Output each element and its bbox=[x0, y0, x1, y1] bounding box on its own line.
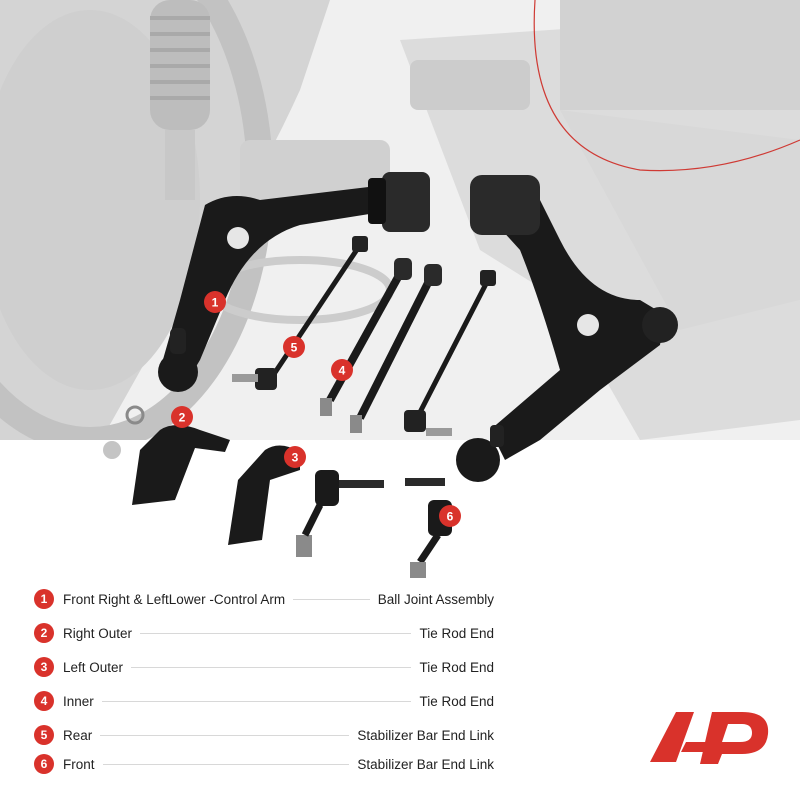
part-name: Tie Rod End bbox=[419, 693, 494, 709]
callout-4: 4 bbox=[331, 359, 353, 381]
leader-line bbox=[293, 598, 370, 600]
svg-text:2: 2 bbox=[179, 411, 186, 425]
position-label: Inner bbox=[63, 693, 94, 709]
legend-row: 6 Front Stabilizer Bar End Link bbox=[34, 753, 494, 775]
number-badge: 5 bbox=[34, 725, 54, 745]
legend-row: 5 Rear Stabilizer Bar End Link bbox=[34, 724, 494, 746]
legend-row: 1 Front Right & LeftLower -Control Arm B… bbox=[34, 588, 494, 610]
callout-6: 6 bbox=[439, 505, 461, 527]
brand-logo bbox=[650, 712, 769, 764]
part-name: Stabilizer Bar End Link bbox=[357, 727, 494, 743]
position-label: Right Outer bbox=[63, 625, 133, 641]
callout-3: 3 bbox=[284, 446, 306, 468]
leader-line bbox=[102, 763, 350, 765]
svg-text:1: 1 bbox=[212, 296, 219, 310]
leader-line bbox=[101, 700, 412, 702]
number-badge: 6 bbox=[34, 754, 54, 774]
number-badge: 3 bbox=[34, 657, 54, 677]
number-badge: 2 bbox=[34, 623, 54, 643]
position-label: Left Outer bbox=[63, 659, 124, 675]
legend-row: 3 Left Outer Tie Rod End bbox=[34, 656, 494, 678]
number-badge: 1 bbox=[34, 589, 54, 609]
leader-line bbox=[140, 632, 412, 634]
callout-1: 1 bbox=[204, 291, 226, 313]
part-name: Tie Rod End bbox=[419, 659, 494, 675]
leader-line bbox=[131, 666, 412, 668]
svg-text:4: 4 bbox=[339, 364, 346, 378]
suspension-photo: 1 2 3 4 5 6 bbox=[0, 0, 800, 580]
part-name: Stabilizer Bar End Link bbox=[357, 756, 494, 772]
svg-text:5: 5 bbox=[291, 341, 298, 355]
position-label: Front bbox=[63, 756, 95, 772]
legend-row: 4 Inner Tie Rod End bbox=[34, 690, 494, 712]
position-label: Front Right & LeftLower -Control Arm bbox=[63, 591, 286, 607]
number-badge: 4 bbox=[34, 691, 54, 711]
part-name: Tie Rod End bbox=[419, 625, 494, 641]
callout-5: 5 bbox=[283, 336, 305, 358]
part-name: Ball Joint Assembly bbox=[377, 591, 494, 607]
leader-line bbox=[100, 734, 350, 736]
svg-text:6: 6 bbox=[447, 510, 454, 524]
svg-text:3: 3 bbox=[292, 451, 299, 465]
position-label: Rear bbox=[63, 727, 93, 743]
callout-2: 2 bbox=[171, 406, 193, 428]
legend-row: 2 Right Outer Tie Rod End bbox=[34, 622, 494, 644]
